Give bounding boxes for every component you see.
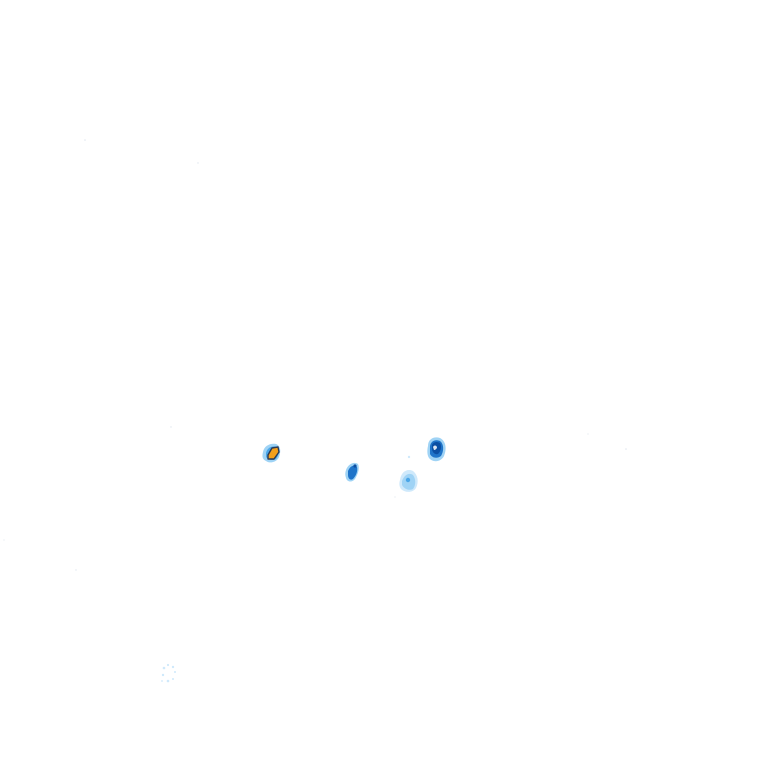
storm-cell-west: [262, 443, 281, 463]
storm-cell-south: [399, 455, 418, 492]
noise-specks: [3, 139, 627, 571]
drizzle-patch-southwest: [161, 663, 176, 683]
storm-cell-east: [427, 437, 446, 462]
storm-cell-center: [345, 462, 359, 482]
